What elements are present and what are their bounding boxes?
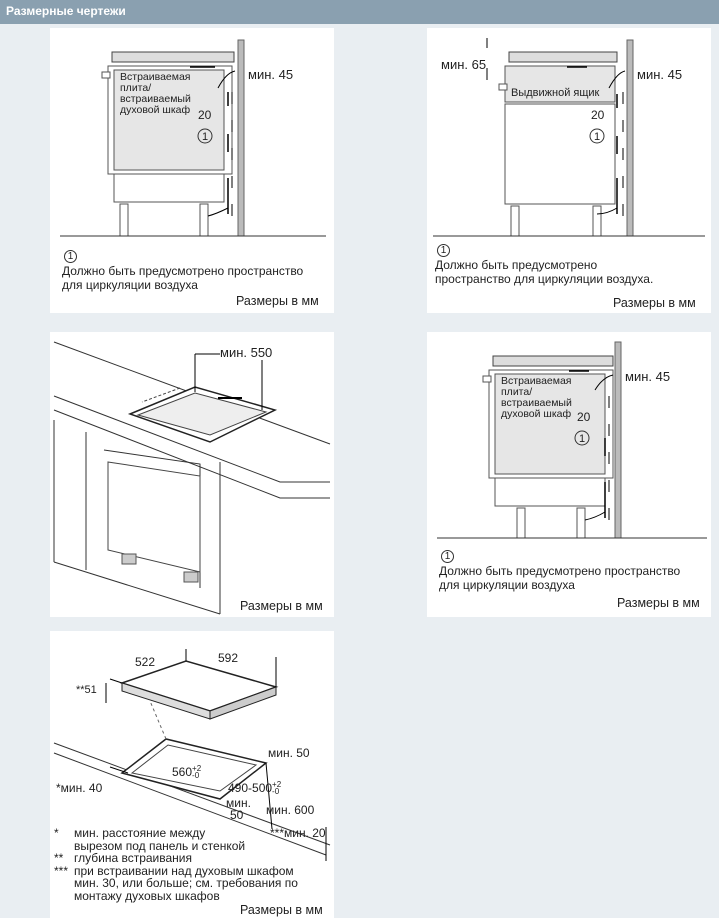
- dim-top: мин. 45: [625, 369, 671, 384]
- min50b-line: мин.: [226, 796, 251, 810]
- appliance-line: Встраиваемая: [120, 71, 191, 83]
- appliance-label: Встраиваемая плита/ встраиваемый духовой…: [120, 72, 191, 116]
- footnotes: * мин. расстояние между вырезом под пане…: [54, 827, 298, 902]
- note-marker: 1: [441, 550, 454, 563]
- footnote: *** при встраивании над духовым шкафом м…: [54, 863, 298, 903]
- drawing-oven-under-hob-2-graphic: 1: [437, 341, 707, 539]
- note-line: Должно быть предусмотрено пространство: [62, 264, 304, 278]
- units-label: Размеры в мм: [240, 903, 323, 917]
- appliance-line: духовой шкаф: [120, 104, 191, 116]
- units-label: Размеры в мм: [240, 599, 323, 613]
- footnote-line: при встраивании над духовым шкафом: [74, 863, 294, 878]
- note-marker: 1: [64, 250, 77, 263]
- note-line: Должно быть предусмотрено пространство: [439, 564, 681, 578]
- dim-min-50b: мин. 50: [226, 797, 251, 821]
- appliance-label: Встраиваемая плита/ встраиваемый духовой…: [501, 376, 572, 420]
- appliance-line: Встраиваемая: [501, 375, 572, 387]
- tol-minus: -0: [192, 771, 200, 780]
- footnote-mark: ***: [54, 863, 69, 878]
- note-line: пространство для циркуляции воздуха.: [435, 272, 654, 286]
- dim-min-20: ***мин. 20: [270, 826, 326, 840]
- dim-min-600: мин. 600: [266, 803, 315, 817]
- drawing-oven-under-hob-2: 1 Встраиваемая плита/ встраиваемый духов…: [427, 332, 711, 617]
- footnote-line: мин. расстояние между: [74, 826, 206, 840]
- note-text: Должно быть предусмотрено пространство д…: [62, 264, 303, 292]
- appliance-line: встраиваемый: [120, 93, 191, 105]
- units-label: Размеры в мм: [617, 596, 700, 610]
- footnote-line: вырезом под панель и стенкой: [74, 838, 246, 853]
- section-title: Размерные чертежи: [6, 4, 126, 18]
- cut-width-value: 560: [172, 765, 193, 779]
- dim-cut-width: 560+2-0: [172, 764, 202, 780]
- note-line: для циркуляции воздуха: [439, 578, 575, 592]
- units-label: Размеры в мм: [613, 296, 696, 310]
- appliance-line: плита/: [501, 386, 533, 398]
- dim-depth: 522: [135, 655, 156, 669]
- footnote: ** глубина встраивания: [54, 852, 298, 865]
- footnote-line: мин. 30, или больше; см. требования по: [74, 876, 298, 890]
- marker-1: 1: [594, 131, 600, 143]
- footnote-line: глубина встраивания: [74, 851, 192, 865]
- footnote-mark: **: [54, 851, 64, 865]
- marker-1: 1: [202, 131, 208, 143]
- tol-minus: -0: [272, 787, 280, 796]
- cut-depth-value: 490-500: [228, 781, 273, 795]
- dim-min-40: *мин. 40: [56, 781, 103, 795]
- min50b-line: 50: [230, 808, 244, 822]
- section-header: Размерные чертежи: [0, 0, 719, 24]
- footnote-mark: *: [54, 826, 59, 840]
- cut-depth-tolerance: +2-0: [272, 780, 282, 796]
- note-text: Должно быть предусмотрено пространство д…: [435, 258, 653, 286]
- footnote-line: монтажу духовых шкафов: [74, 888, 220, 903]
- note-line: Должно быть предусмотрено: [435, 258, 598, 272]
- appliance-line: духовой шкаф: [501, 408, 572, 420]
- appliance-line: плита/: [120, 82, 152, 94]
- drawing-hob-cutout-dimensions: 522 592 **51 мин. 50 560+2-0 490-500+2-0…: [50, 631, 334, 918]
- cut-width-tolerance: +2-0: [192, 764, 202, 780]
- dim-left: мин. 65: [441, 57, 487, 72]
- tol-plus: +2: [192, 764, 202, 773]
- dim-top: мин. 45: [637, 67, 683, 82]
- dim-width: 592: [218, 651, 239, 665]
- dim-min-50: мин. 50: [268, 746, 310, 760]
- dim-gap: 20: [577, 410, 591, 424]
- note-line: для циркуляции воздуха: [62, 278, 198, 292]
- dim-height: **51: [76, 684, 97, 696]
- note-text: Должно быть предусмотрено пространство д…: [439, 564, 680, 592]
- marker-1: 1: [579, 433, 585, 445]
- drawing-worktop-cutout-graphic: [53, 341, 331, 615]
- drawing-drawer-under-hob: 1 мин. 65 мин. 45 Выдвижной ящик 20 1 До…: [427, 28, 711, 313]
- units-label: Размеры в мм: [236, 294, 319, 308]
- drawing-oven-under-hob: 1 Встраиваемая плита/ встраиваемый духов…: [50, 28, 334, 313]
- footnote: * мин. расстояние между вырезом под пане…: [54, 827, 298, 852]
- dim-gap: 20: [591, 108, 605, 122]
- tol-plus: +2: [272, 780, 282, 789]
- drawing-oven-under-hob-graphic: 1: [60, 39, 326, 237]
- dim-min-550: мин. 550: [220, 345, 273, 360]
- drawing-hob-cutout-graphic: [53, 649, 331, 861]
- drawing-drawer-under-hob-graphic: 1: [433, 38, 705, 237]
- drawing-worktop-cutout-3d: мин. 550 Размеры в мм: [50, 332, 334, 617]
- dim-top: мин. 45: [248, 67, 294, 82]
- note-marker: 1: [437, 244, 450, 257]
- dim-cut-depth: 490-500+2-0: [228, 780, 282, 796]
- dim-gap: 20: [198, 108, 212, 122]
- appliance-line: встраиваемый: [501, 397, 572, 409]
- drawer-label: Выдвижной ящик: [511, 87, 600, 99]
